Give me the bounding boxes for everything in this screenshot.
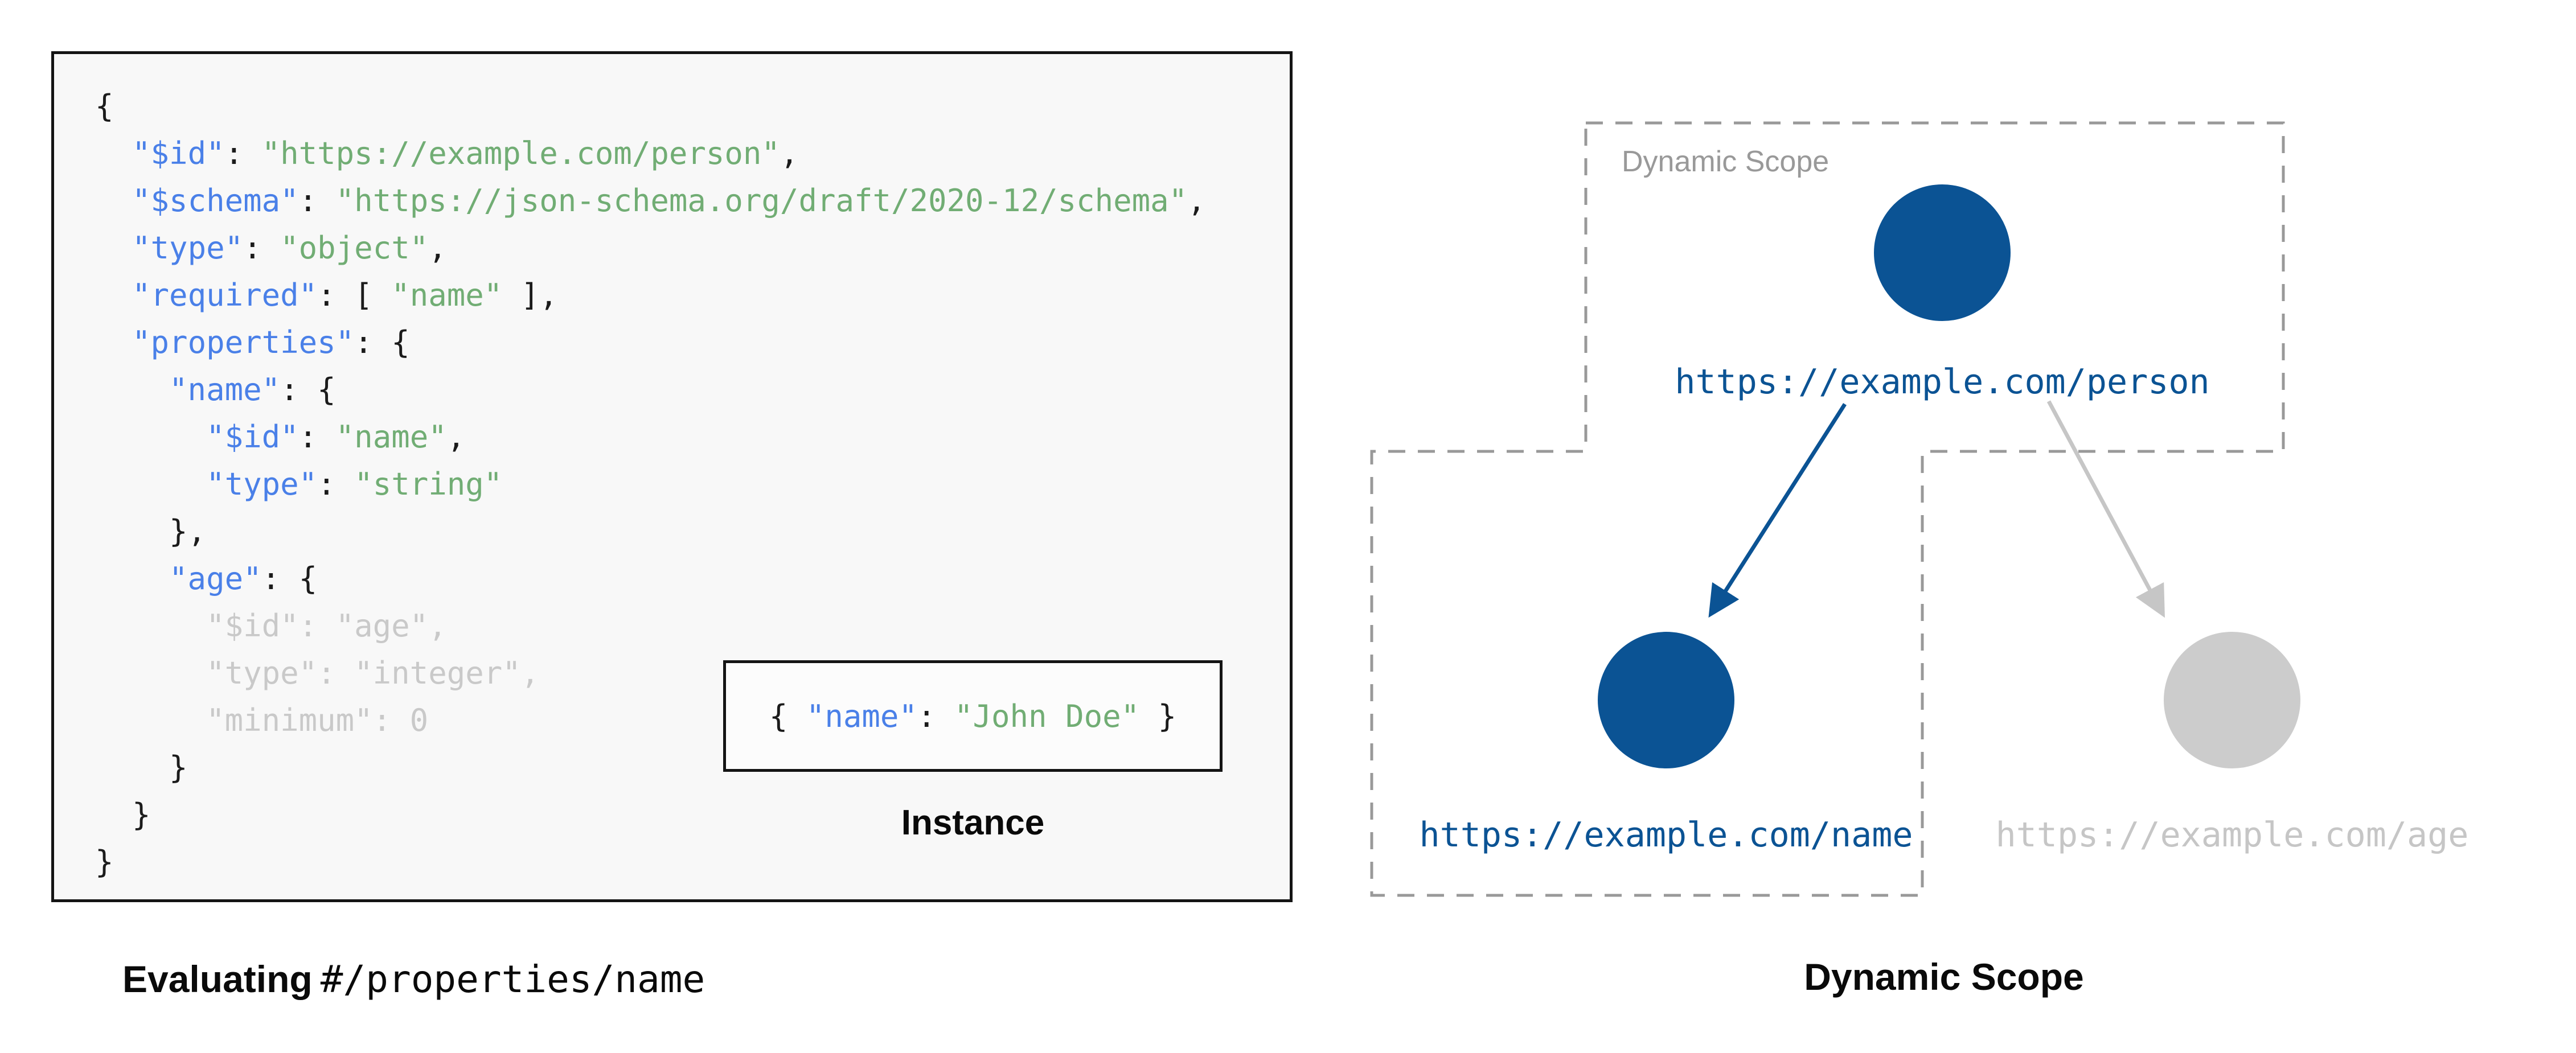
node-name [1598,632,1734,768]
node-person [1874,184,2011,321]
code-token: , [446,419,466,455]
code-token: "type" [132,230,244,266]
code-token: "name" [391,277,503,313]
code-line: "$id": "https://example.com/person", [95,130,1206,177]
code-token: "$id": "age", [95,608,447,644]
code-token: "name" [169,372,281,408]
code-token: } [95,797,151,833]
left-caption-json-pointer: #/properties/name [320,957,705,1001]
right-caption: Dynamic Scope [1804,956,2084,998]
dynamic-scope-boundary [1370,121,2285,897]
left-caption-word: Evaluating [122,958,313,1000]
code-token: "object" [280,230,429,266]
code-token: "name" [335,419,447,455]
code-line: } [95,838,1206,886]
code-token: "$id" [206,419,299,455]
code-line: { [95,83,1206,130]
instance-box: { "name": "John Doe" } [723,660,1223,772]
code-token: : [ [317,277,392,313]
code-line: "$id": "name", [95,413,1206,460]
code-token: "$schema" [132,183,299,219]
code-token: } [1139,698,1177,734]
code-line: "properties": { [95,319,1206,366]
left-caption: Evaluating#/properties/name [122,957,705,1001]
node-age [2164,632,2300,768]
code-token: "properties" [132,324,355,360]
instance-label: Instance [901,803,1045,842]
code-token: : { [261,561,318,597]
code-line: "name": { [95,366,1206,413]
code-token: , [780,135,799,171]
code-token: ], [502,277,558,313]
code-line: } [95,744,1206,791]
code-token: : [298,419,336,455]
node-name-url: https://example.com/name [1419,815,1913,855]
node-person-url: https://example.com/person [1675,362,2210,402]
code-token: : [224,135,262,171]
schema-panel: { "$id": "https://example.com/person", "… [51,51,1293,902]
code-token: : [917,698,954,734]
code-token: "minimum": 0 [95,702,429,738]
code-token: "https://example.com/person" [261,135,780,171]
code-token: "$id" [132,135,225,171]
edge-person-name-arrow [1708,403,1847,618]
code-token: : { [354,324,410,360]
code-line: }, [95,508,1206,555]
node-age-url: https://example.com/age [1995,815,2469,855]
code-token: { [95,88,114,124]
code-token: } [95,750,188,785]
code-token: } [95,844,114,880]
code-line: "$id": "age", [95,602,1206,649]
edge-person-age-arrow [2046,400,2165,618]
code-line: "type": "integer", [95,649,1206,697]
code-token: }, [95,513,207,549]
code-token: { [769,698,806,734]
schema-code: { "$id": "https://example.com/person", "… [95,83,1206,886]
code-token: , [428,230,447,266]
code-line: "required": [ "name" ], [95,272,1206,319]
code-token: : [243,230,281,266]
code-token: "name" [806,698,917,734]
code-token: : [317,466,355,502]
code-line: "type": "string" [95,460,1206,508]
code-token: "John Doe" [954,698,1140,734]
code-line: } [95,791,1206,838]
code-line: "minimum": 0 [95,697,1206,744]
code-token: "type" [206,466,318,502]
code-token: : [298,183,336,219]
code-token: "age" [169,561,262,597]
code-line: "type": "object", [95,224,1206,272]
code-token: "type": "integer", [95,655,540,691]
code-token: "https://json-schema.org/draft/2020-12/s… [335,183,1188,219]
code-line: "age": { [95,555,1206,602]
code-token: "required" [132,277,318,313]
instance-code: { "name": "John Doe" } [769,698,1176,734]
code-line: "$schema": "https://json-schema.org/draf… [95,177,1206,224]
code-token: : { [280,372,336,408]
dynamic-scope-region-label: Dynamic Scope [1622,145,1830,178]
code-token: "string" [354,466,503,502]
code-token: , [1187,183,1206,219]
